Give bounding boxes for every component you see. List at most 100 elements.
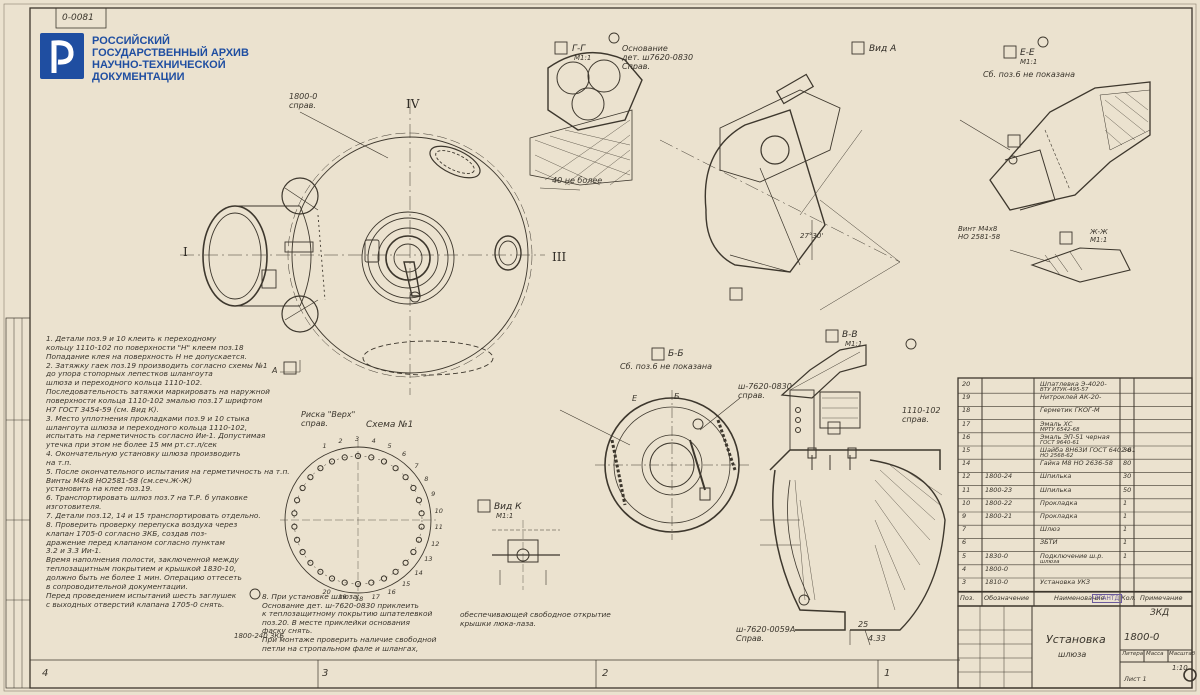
- label-letter-b: Б: [674, 392, 680, 401]
- bolt-number: 14: [414, 568, 423, 577]
- bolt-number: 1: [322, 441, 327, 450]
- drawing-title: Установка: [1046, 633, 1106, 646]
- label-risk: Риска "Верх"справ.: [301, 410, 356, 429]
- bom-cell-pos: 9: [962, 512, 967, 520]
- bom-cell-name: Прокладка: [1040, 498, 1078, 507]
- bolt-number: 20: [322, 588, 331, 597]
- label-dim-40: 40 не более: [552, 176, 603, 185]
- bolt-hole: [402, 559, 409, 566]
- bolt-hole: [307, 474, 314, 481]
- bolt-hole: [418, 510, 425, 517]
- footnote-line: 8. При установке шлюза:: [262, 592, 360, 601]
- label-scheme: Схема №1: [366, 420, 414, 430]
- bolt-number: 4: [371, 436, 376, 445]
- drawing-sheet-number: Лист 1: [1124, 675, 1147, 683]
- bom-cell-qty: 80: [1123, 459, 1132, 468]
- bom-header-pos: Поз.: [960, 594, 975, 602]
- bolt-hole: [380, 458, 388, 465]
- bom-cell-name2: НО 2568-62: [1040, 453, 1074, 459]
- note-line: должно быть не более 1 мин. Операцию отт…: [46, 572, 242, 582]
- bom-code: ЗКД: [1150, 608, 1170, 618]
- bom-cell-desig: 1800-0: [985, 564, 1009, 573]
- bom-cell-pos: 11: [962, 485, 971, 494]
- archive-line-3: НАУЧНО-ТЕХНИЧЕСКОЙ: [92, 59, 226, 71]
- note-line: Перед проведением испытаний шесть заглуш…: [46, 590, 237, 600]
- footnote-line: Основание дет. ш-7620-0830 приклеить: [262, 600, 419, 610]
- bom-cell-pos: 6: [962, 538, 967, 547]
- bolt-hole: [418, 523, 425, 530]
- bolt-number: 12: [431, 539, 440, 548]
- bolt-holes: [291, 452, 425, 588]
- bolt-number: 7: [414, 461, 419, 470]
- bolt-hole: [317, 465, 324, 472]
- bolt-hole: [354, 580, 362, 588]
- label-section-gg-scale: М1:1: [574, 54, 592, 62]
- bom-cell-pos: 7: [962, 525, 967, 534]
- note-line: изготовителя.: [46, 502, 102, 512]
- note-line: в сопроводительной документации.: [46, 581, 188, 591]
- note-line: 2. Затяжку гаек поз.19 производить согла…: [46, 360, 268, 370]
- note-line: клапан 1705-0 согласно ЗКБ, создав поз-: [46, 528, 207, 538]
- note-line: Последовательность затяжки маркировать н…: [46, 387, 270, 397]
- bom-cell-pos: 20: [962, 380, 971, 388]
- bolt-hole: [341, 579, 348, 586]
- zone-3: 3: [322, 668, 329, 679]
- bom-cell-qty: 30: [1123, 472, 1132, 481]
- label-section-ee: Е-Е: [1020, 48, 1035, 58]
- bolt-number: 11: [434, 523, 443, 532]
- note-line: испытать на герметичность согласно Ии-1.…: [46, 431, 266, 441]
- bolt-hole: [368, 579, 375, 586]
- bom-cell-pos: 4: [962, 564, 967, 573]
- bom-cell-qty: 1: [1123, 525, 1128, 534]
- bom-row-lines: [958, 392, 1192, 592]
- label-view-k: Вид К: [494, 502, 522, 512]
- roman-i: I: [183, 245, 188, 259]
- archive-line-2: ГОСУДАРСТВЕННЫЙ АРХИВ: [92, 47, 249, 59]
- bom-cell-pos: 12: [962, 472, 971, 481]
- footnote-line: петли на стропальном фале и шлангах,: [262, 643, 419, 653]
- bom-cell-name: Эмаль ХС: [1040, 419, 1073, 428]
- bom-cell-pos: 19: [962, 393, 971, 402]
- label-dim-25: 25: [858, 620, 869, 629]
- bolt-number: 18: [355, 595, 364, 603]
- note-line: Винты М4х8 НО2581-58 (см.сеч.Ж-Ж): [46, 475, 192, 485]
- bolt-hole: [392, 465, 399, 472]
- bom-cell-qty: 1: [1123, 551, 1128, 560]
- bom-cell-name: Герметик ГКОГ-М: [1040, 406, 1100, 415]
- note-line: Попадание клея на поверхность Н не допус…: [46, 351, 247, 361]
- footnote-right-line: обеспечивающей свободное открытие: [460, 610, 611, 619]
- bom-cell-qty: 1: [1123, 498, 1128, 507]
- bom-cell-name: Установка УКЗ: [1040, 578, 1091, 586]
- label-dim-433: 4.33: [868, 634, 886, 643]
- bom-cell-qty: 30: [1123, 446, 1132, 454]
- label-view-k-scale: М1:1: [496, 512, 514, 520]
- label-letter-e: Е: [632, 394, 638, 403]
- title-litera: Литера: [1122, 651, 1144, 657]
- bolt-number: 3: [355, 435, 360, 443]
- bolt-number: 8: [424, 475, 429, 483]
- bolt-hole: [410, 548, 417, 556]
- bolt-number: 17: [371, 593, 380, 602]
- bolt-hole: [291, 523, 298, 530]
- label-section-ee-scale: М1:1: [1020, 58, 1038, 66]
- bolt-hole: [294, 497, 301, 504]
- archive-name: РОССИЙСКИЙ ГОСУДАРСТВЕННЫЙ АРХИВ НАУЧНО-…: [92, 35, 292, 83]
- bolt-hole: [368, 454, 375, 461]
- bom-cell-name2: шлюза: [1040, 558, 1060, 565]
- bolt-hole: [328, 575, 336, 582]
- bolt-hole: [392, 568, 399, 575]
- title-mass: Масса: [1146, 651, 1164, 657]
- roman-iii: III: [552, 250, 567, 264]
- zone-1: 1: [884, 668, 891, 679]
- bolt-number: 15: [402, 579, 411, 588]
- note-line: 3.2 и 3.3 Ии-1.: [46, 546, 102, 556]
- archive-line-4: ДОКУМЕНТАЦИИ: [92, 71, 185, 83]
- bom-cell-pos: 16: [962, 432, 971, 441]
- label-section-bb-note: Сб. поз.6 не показана: [620, 362, 713, 371]
- bom-cell-qty: 50: [1123, 485, 1132, 494]
